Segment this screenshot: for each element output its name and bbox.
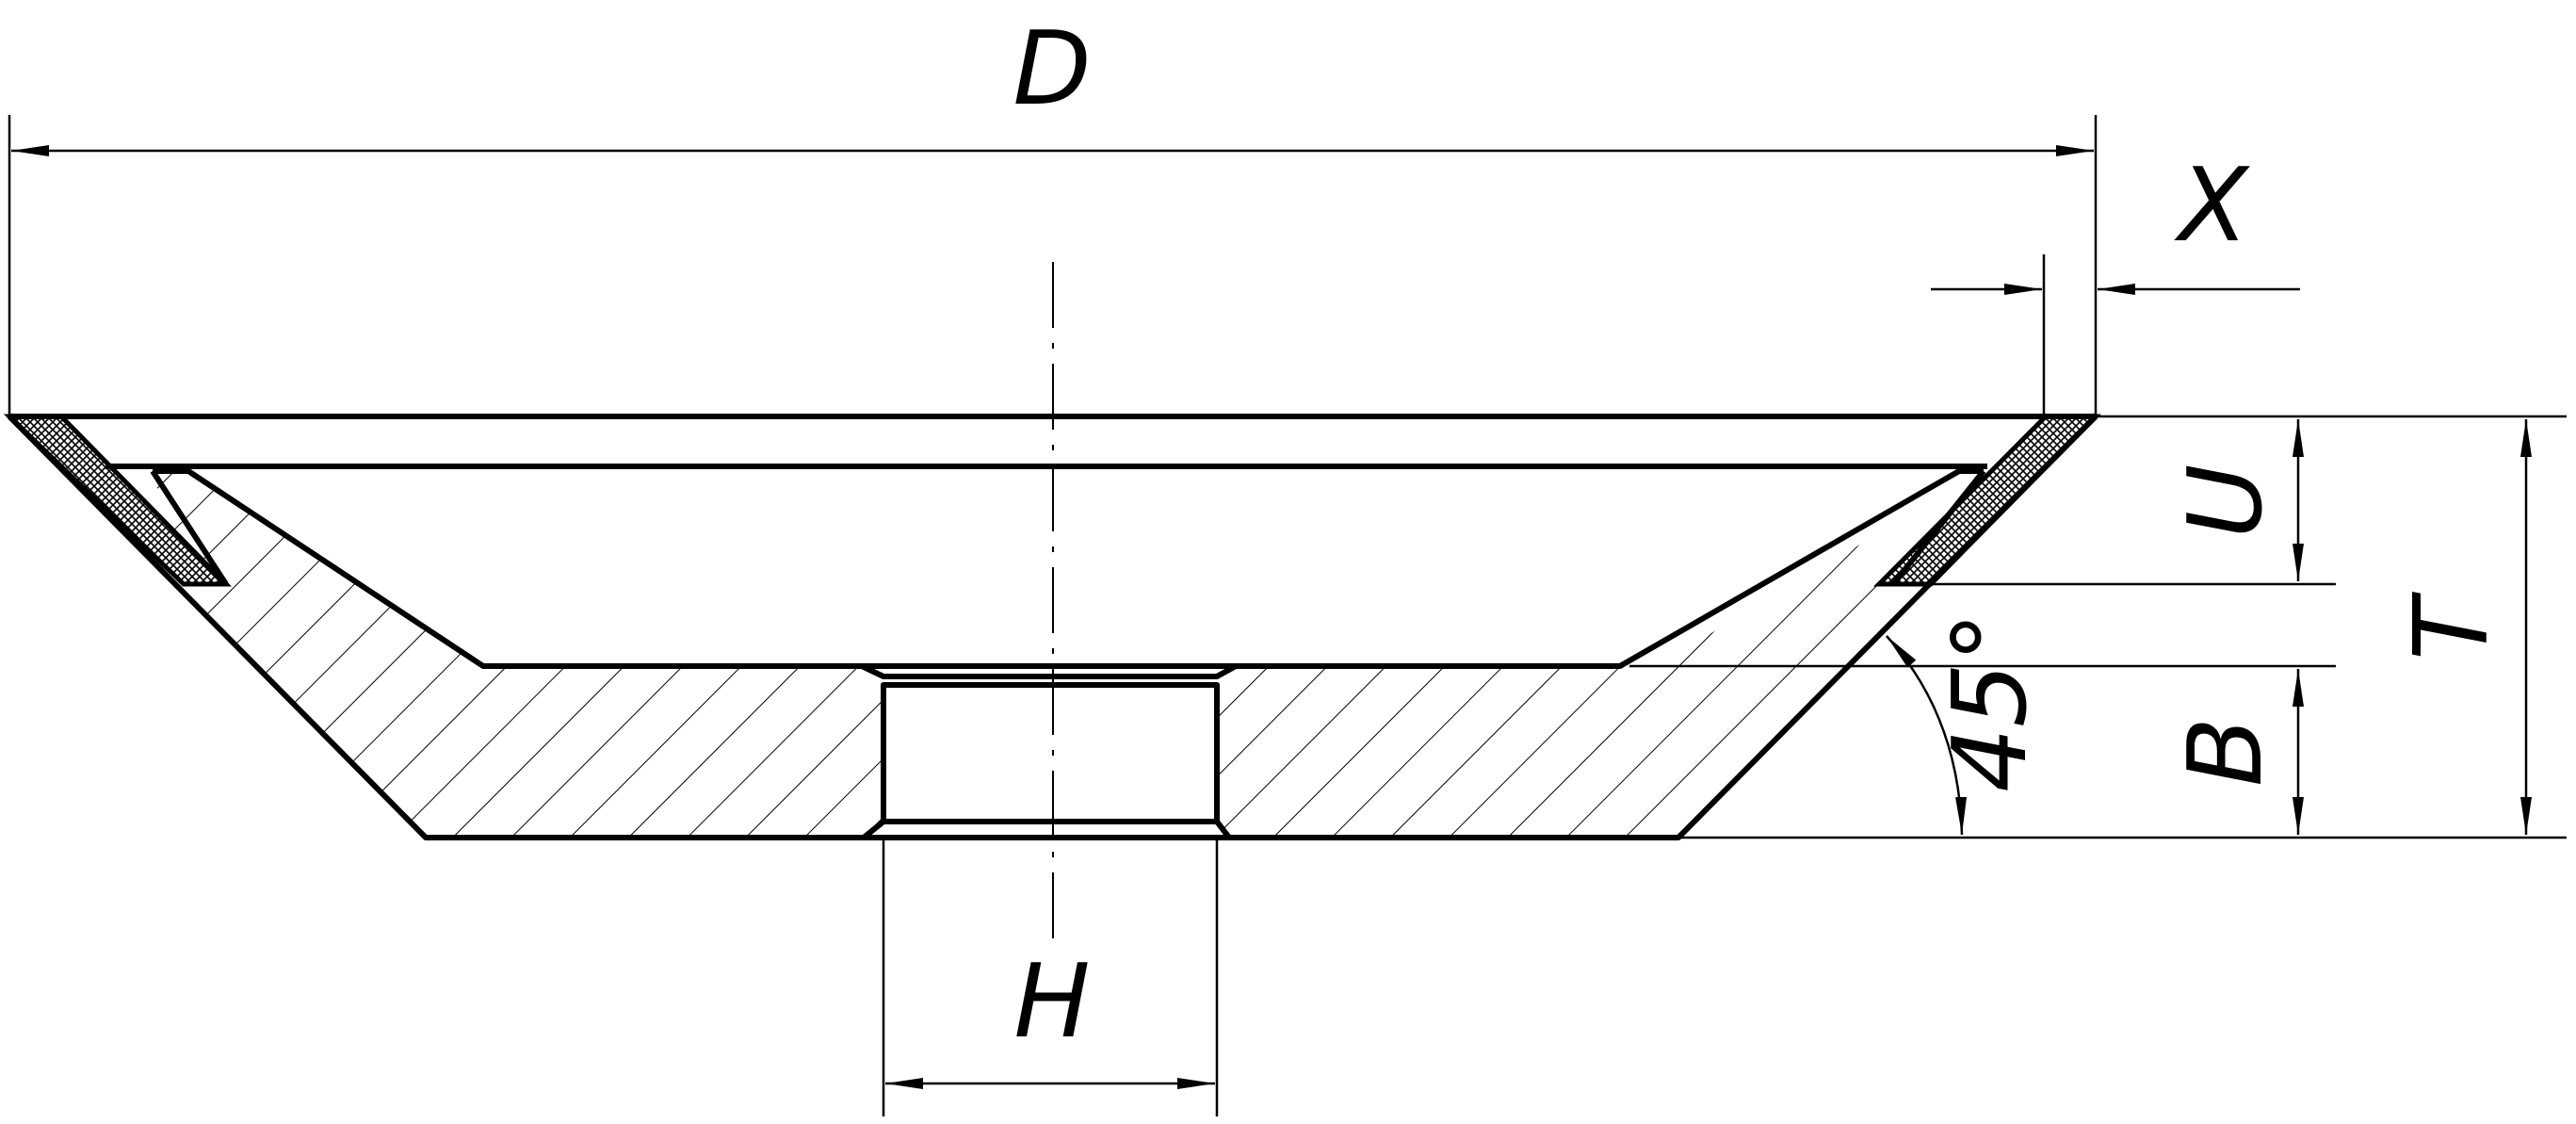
- label-B: B: [2167, 717, 2285, 787]
- body-section-right: [1217, 471, 1984, 838]
- wheel-outline: [7, 414, 2098, 840]
- label-X: X: [2174, 147, 2250, 265]
- dimension-lines: [11, 145, 2532, 1089]
- extension-lines: [8, 115, 2567, 1116]
- label-H: H: [1013, 943, 1090, 1061]
- label-T: T: [2393, 592, 2511, 660]
- dim-angle-arc: [1886, 635, 1968, 836]
- label-U: U: [2167, 464, 2285, 538]
- body-section-left: [153, 471, 883, 838]
- label-angle: 45°: [1932, 611, 2049, 791]
- label-D: D: [1013, 10, 1091, 128]
